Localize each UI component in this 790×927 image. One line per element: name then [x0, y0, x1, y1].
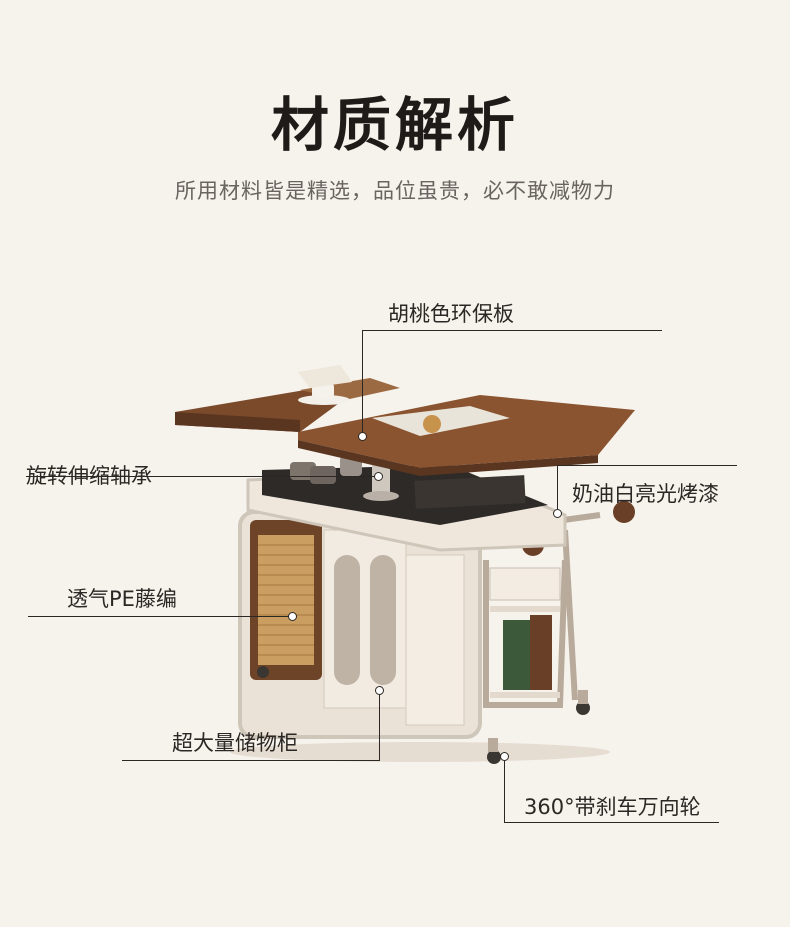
callout-storage: 超大量储物柜 — [172, 731, 298, 755]
callout-line-top-panel-h — [362, 330, 662, 331]
callout-line-rattan — [28, 616, 290, 617]
callout-dot-storage — [375, 686, 384, 695]
callout-line-casters-h — [504, 822, 719, 823]
callout-top-panel: 胡桃色环保板 — [388, 302, 514, 326]
callout-line-top-panel-v — [362, 330, 363, 436]
callout-line-storage-v — [379, 692, 380, 760]
callout-casters: 360°带刹车万向轮 — [524, 795, 701, 819]
callout-line-bearing — [26, 476, 376, 477]
callout-line-cream-h — [557, 465, 737, 466]
callout-dot-bearing — [374, 472, 383, 481]
callout-dot-top-panel — [358, 432, 367, 441]
callout-rattan: 透气PE藤编 — [67, 587, 177, 611]
callout-line-storage-h — [122, 760, 380, 761]
page-title: 材质解析 — [270, 91, 519, 159]
callout-rotating-bearing: 旋转伸缩轴承 — [26, 464, 152, 488]
callout-line-cream-v — [557, 465, 558, 511]
page-subtitle: 所用材料皆是精选，品位虽贵，必不敢减物力 — [175, 179, 615, 203]
callout-dot-casters — [500, 752, 509, 761]
callout-dot-rattan — [288, 612, 297, 621]
callout-cream-paint: 奶油白亮光烤漆 — [572, 482, 719, 506]
callout-line-casters-v — [504, 758, 505, 822]
callout-dot-cream — [553, 509, 562, 518]
